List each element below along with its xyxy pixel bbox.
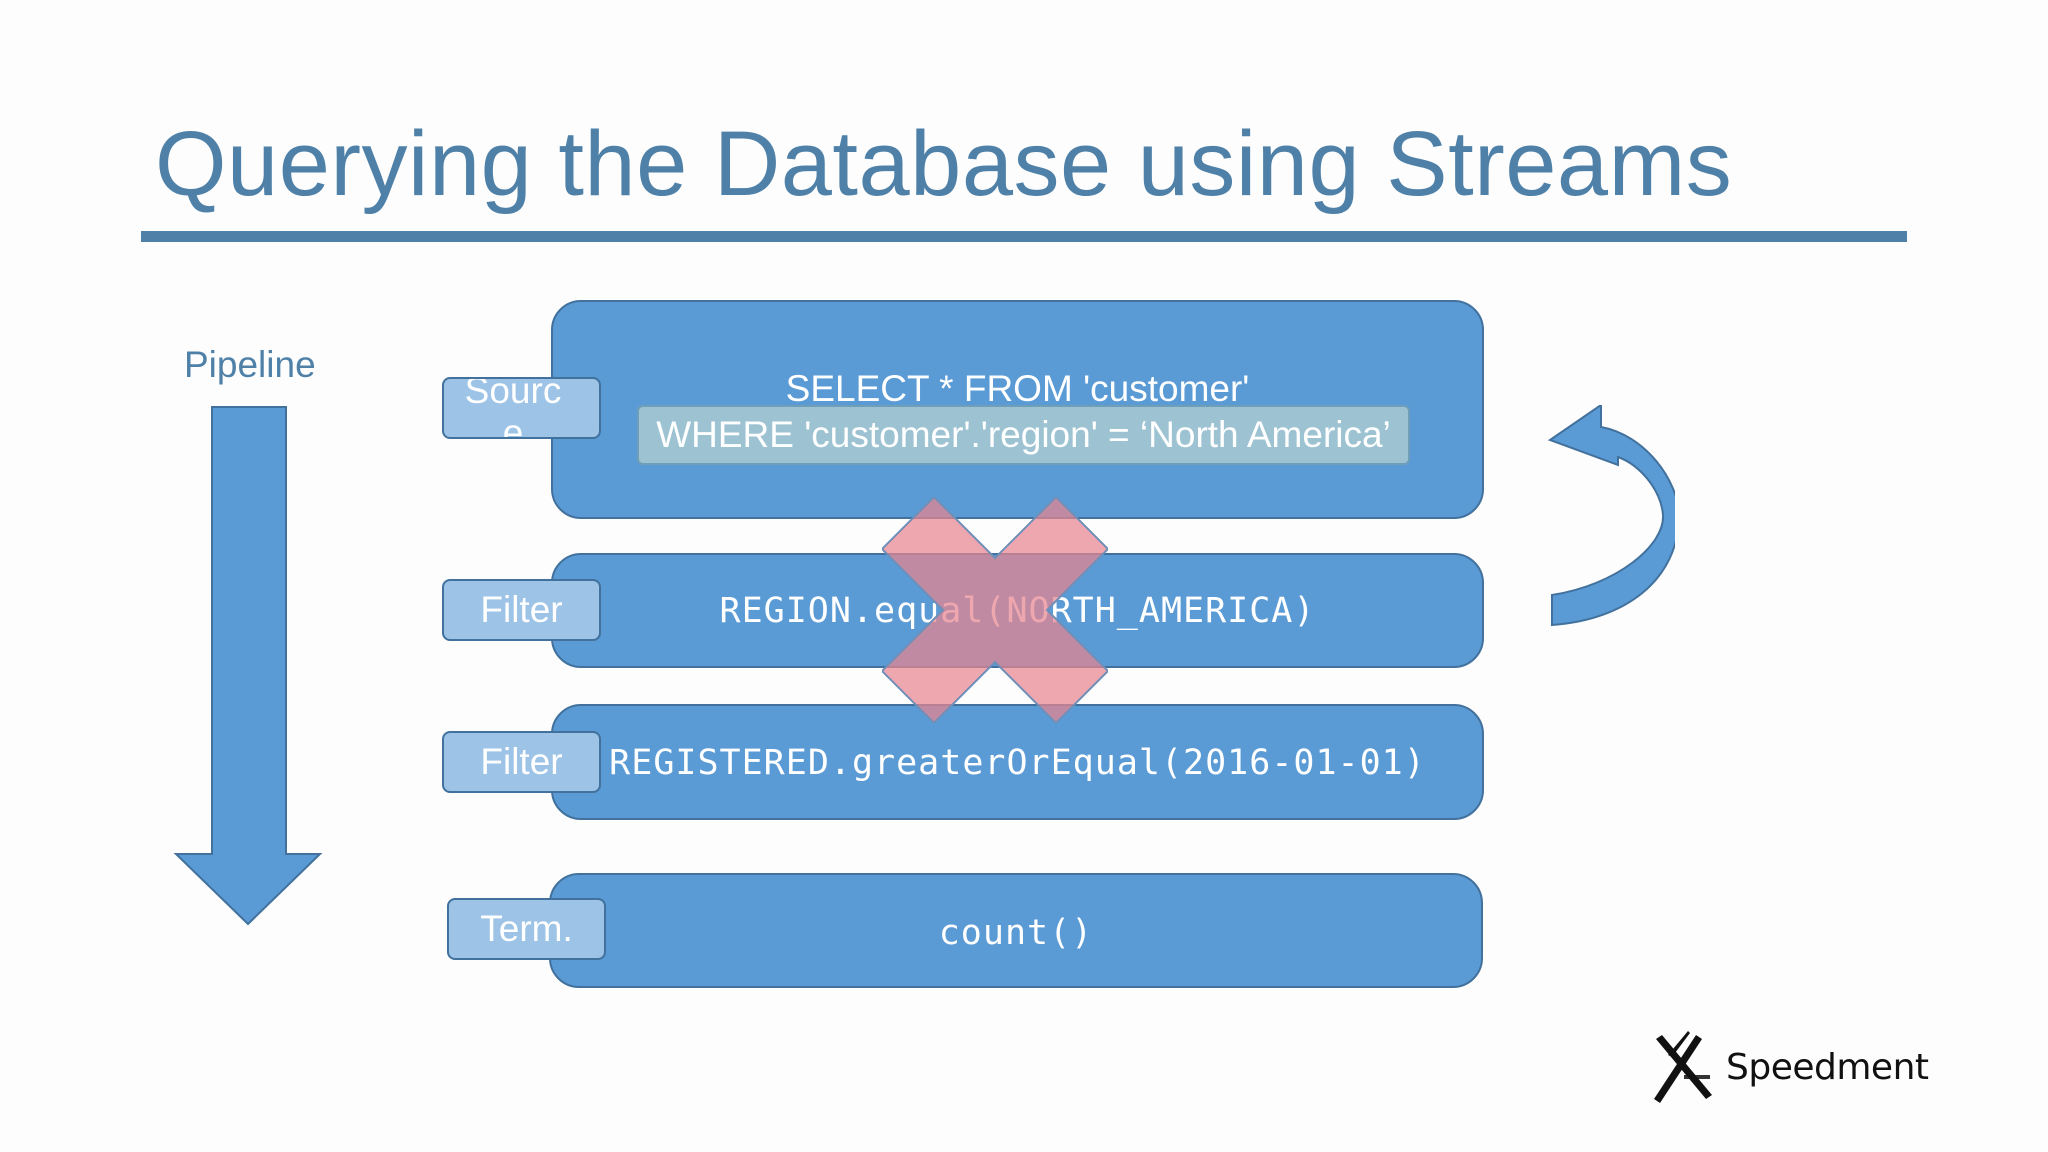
terminal-tag-label: Term. <box>480 908 573 949</box>
slide-title: Querying the Database using Streams <box>155 113 1733 215</box>
terminal-tag: Term. <box>447 898 606 960</box>
filter-tag-1: Filter <box>442 579 601 641</box>
source-tag: Source <box>442 377 601 439</box>
filter-tag-2: Filter <box>442 731 601 793</box>
down-arrow-icon <box>173 406 323 926</box>
title-underline <box>141 231 1907 242</box>
filter-tag-2-label: Filter <box>480 741 563 782</box>
source-tag-label: Source <box>464 377 562 439</box>
registered-filter-code: REGISTERED.greaterOrEqual(2016-01-01) <box>609 743 1426 783</box>
speedment-logo: Speedment <box>1648 1025 1929 1105</box>
terminal-stage: count() <box>549 873 1483 988</box>
curved-return-arrow-icon <box>1547 405 1675 627</box>
filter-tag-1-label: Filter <box>480 589 563 630</box>
logo-text: Speedment <box>1726 1047 1929 1088</box>
x-cross-icon <box>882 497 1108 723</box>
sql-select-text: SELECT * FROM 'customer' <box>785 368 1250 409</box>
speedment-logo-icon <box>1654 1031 1712 1103</box>
filter-stage-registered: REGISTERED.greaterOrEqual(2016-01-01) <box>551 704 1484 820</box>
terminal-code: count() <box>938 913 1094 953</box>
sql-where-box: WHERE 'customer'.'region' = ‘North Ameri… <box>637 405 1410 465</box>
pipeline-label: Pipeline <box>184 344 316 385</box>
